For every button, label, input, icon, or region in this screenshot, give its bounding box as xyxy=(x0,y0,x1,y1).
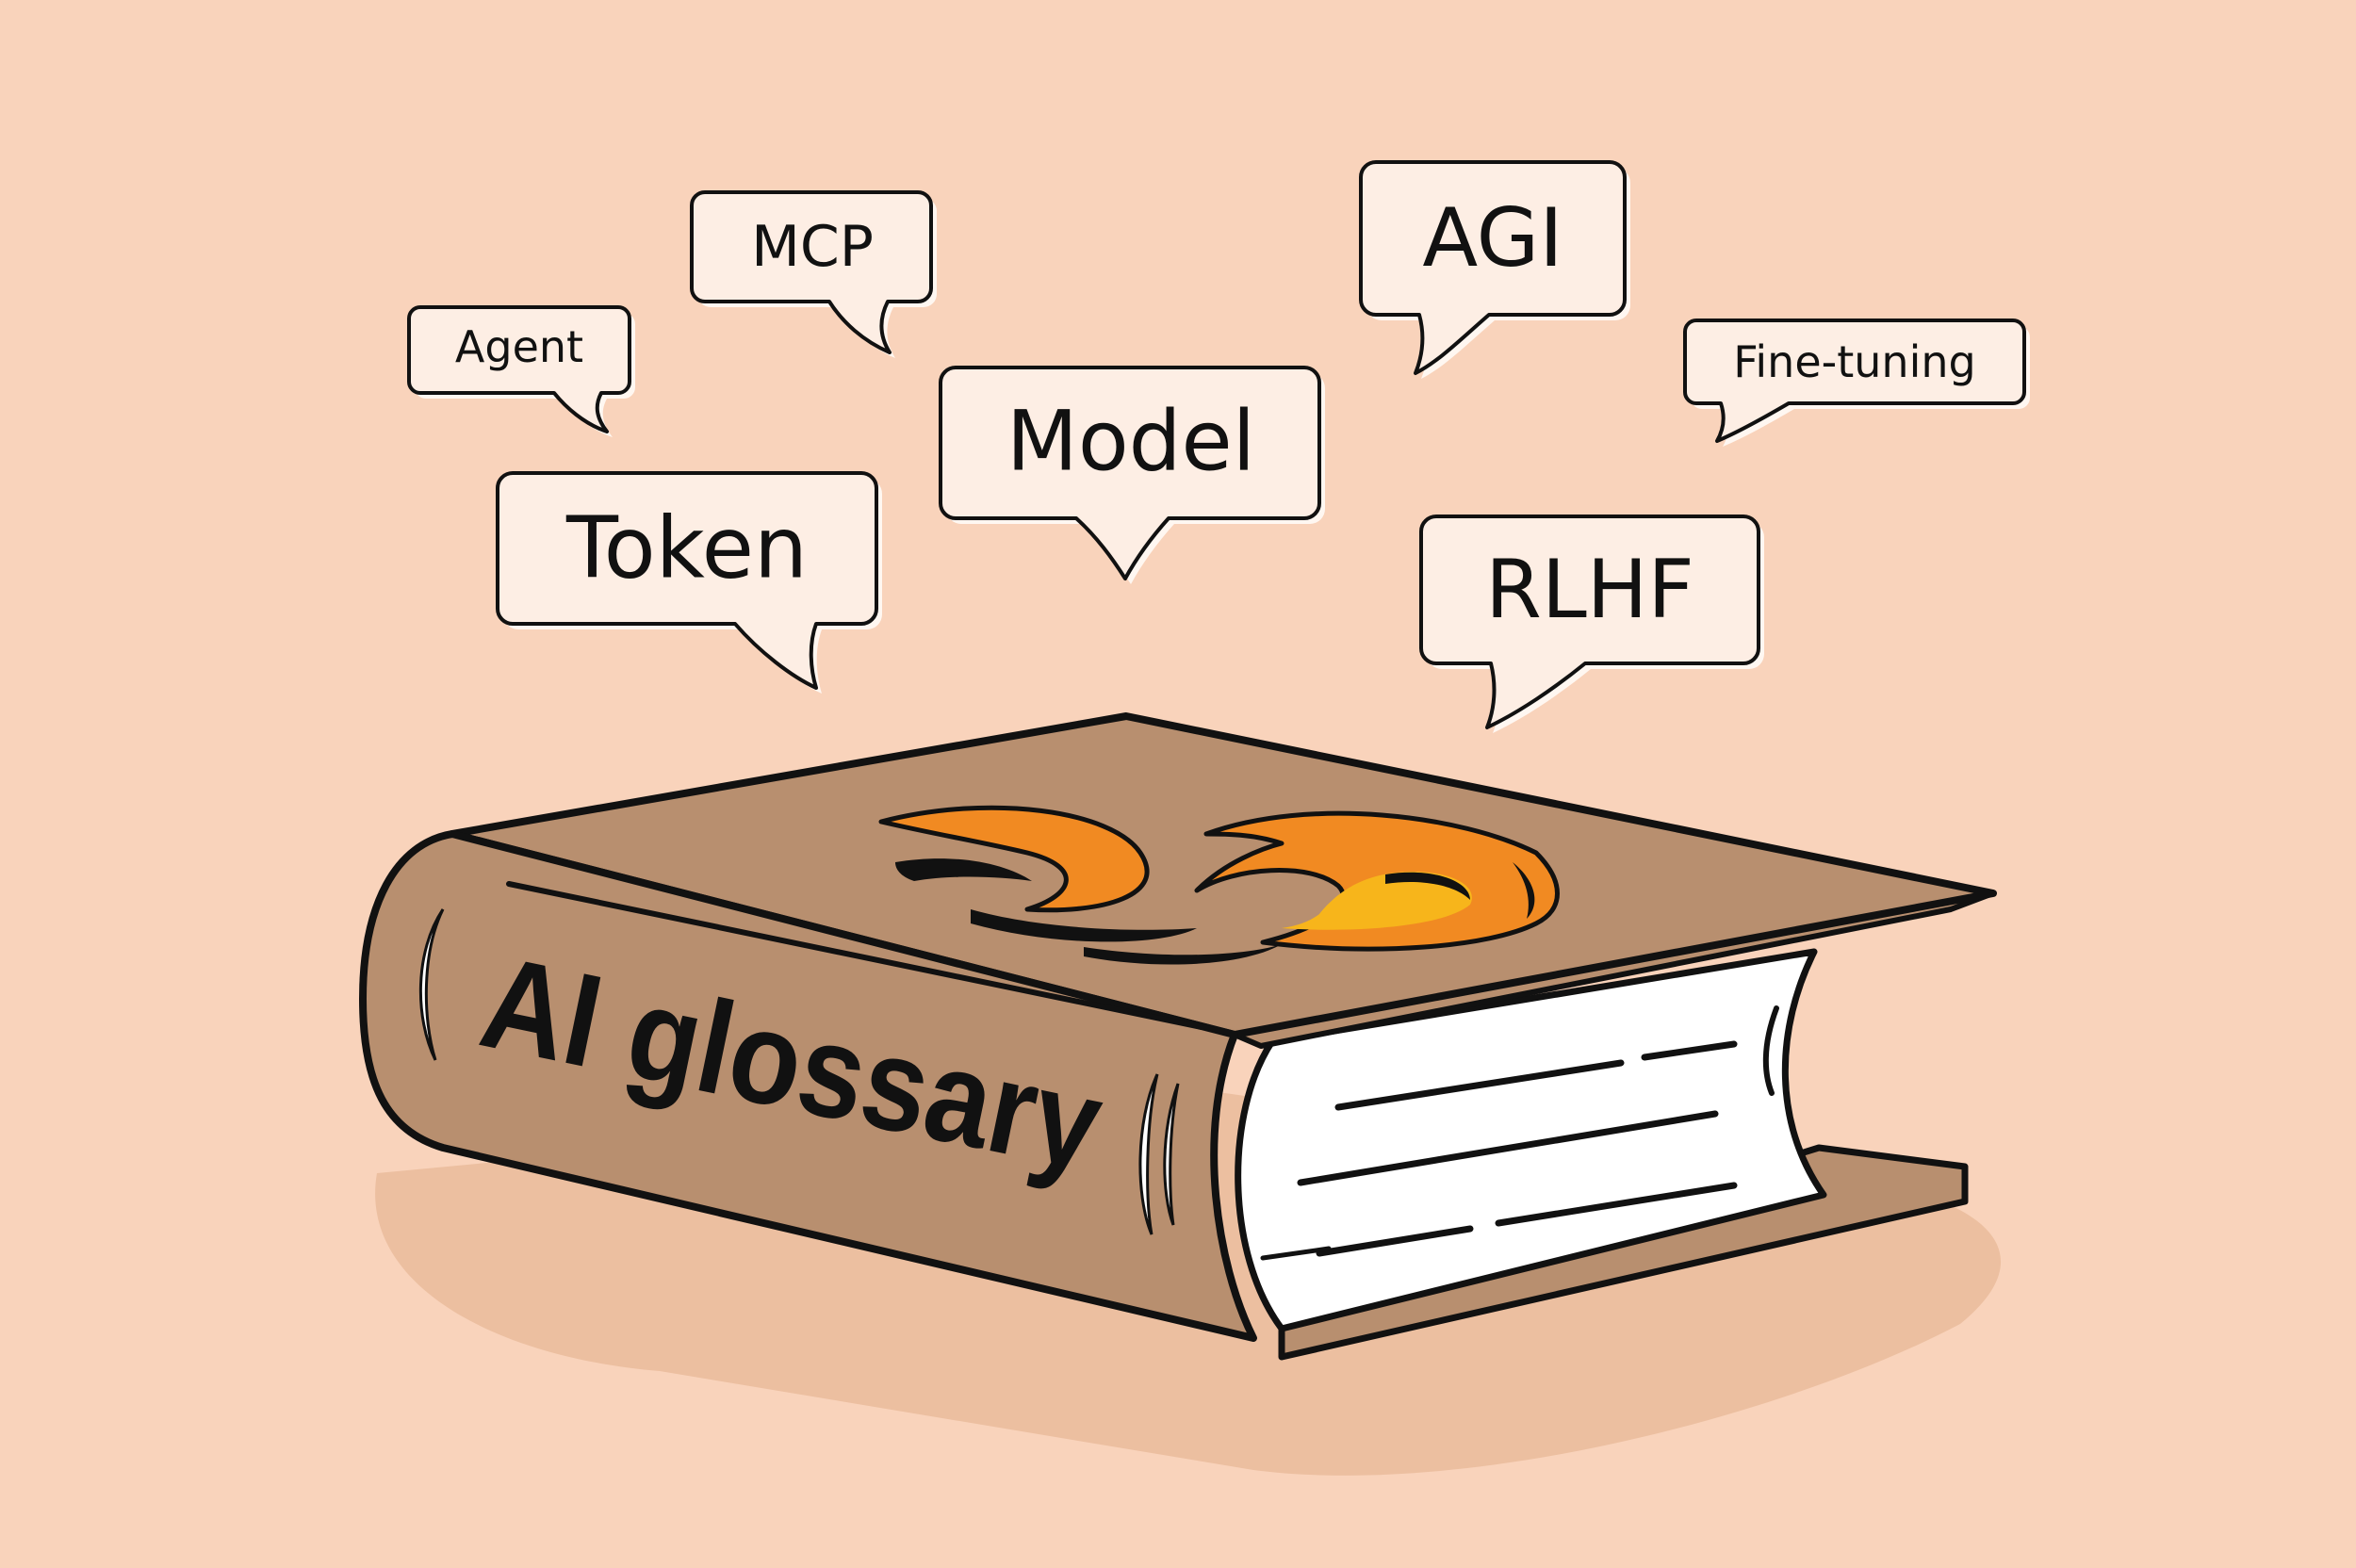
book-spine xyxy=(359,830,1257,1342)
book-pages xyxy=(1235,948,1827,1332)
bubble-label-fine-tuning: Fine-tuning xyxy=(1733,336,1975,387)
bubble-label-agi: AGI xyxy=(1422,191,1562,286)
bubble-label-model: Model xyxy=(1006,393,1255,490)
bubble-label-rlhf: RLHF xyxy=(1485,543,1694,637)
page-lines xyxy=(1260,1005,1779,1261)
speech-bubble-token: Token xyxy=(496,471,882,694)
speech-bubble-model: Model xyxy=(939,366,1325,584)
spine-highlights xyxy=(418,908,1180,1235)
speech-bubble-mcp: MCP xyxy=(690,190,937,358)
spine-hinge-line xyxy=(506,881,1204,1030)
speech-bubble-agent: Agent xyxy=(407,305,635,437)
flame-logo-icon xyxy=(878,805,1560,965)
bubble-label-token: Token xyxy=(565,499,808,598)
bubble-label-mcp: MCP xyxy=(751,214,874,280)
glossary-book: AI glossary xyxy=(359,712,1997,1361)
speech-bubble-fine-tuning: Fine-tuning xyxy=(1683,318,2030,447)
bubble-label-agent: Agent xyxy=(455,321,583,372)
speech-bubble-rlhf: RLHF xyxy=(1419,514,1764,733)
speech-bubble-agi: AGI xyxy=(1359,160,1630,379)
